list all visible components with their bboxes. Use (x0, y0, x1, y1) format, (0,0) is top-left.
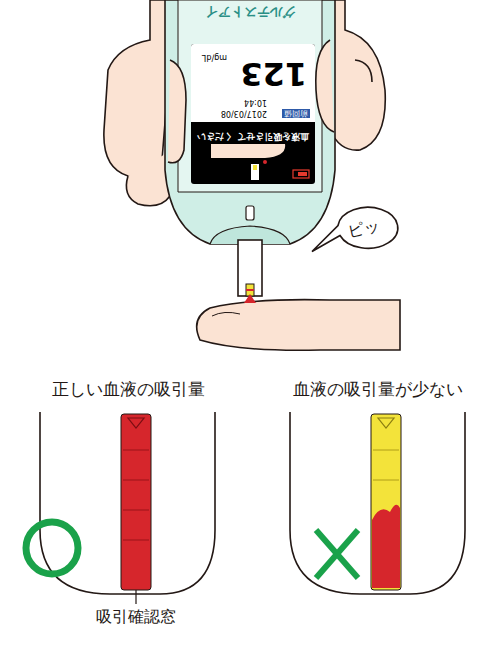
speech-bubble: ピッ (326, 206, 398, 253)
fingertip (197, 294, 400, 350)
insufficient-strip-figure (290, 412, 465, 594)
meter-screen: 血液を吸引させて ください 前回値 2017/03/08 10:44 123 mg/dL (191, 44, 315, 184)
brand-logo: グルテストアイ (205, 4, 296, 19)
test-strip (238, 240, 262, 296)
caption-insufficient: 血液の吸引量が少ない (293, 380, 463, 400)
correct-strip-figure (26, 412, 215, 604)
previous-value-badge: 前回値 (282, 109, 310, 118)
unit-text: mg/dL (202, 53, 227, 62)
screen-message: 血液を吸引させて ください (195, 132, 311, 142)
caption-correct: 正しい血液の吸引量 (52, 380, 205, 400)
bubble-text: ピッ (346, 217, 381, 242)
window-label: 吸引確認窓 (96, 608, 176, 626)
date-text: 2017/03/08 (221, 109, 267, 118)
glucose-value: 123 (240, 55, 307, 92)
meter-body (165, 0, 335, 244)
time-text: 10:44 (244, 98, 267, 107)
bubble-content: ピッ (326, 206, 398, 252)
right-hand (328, 0, 385, 150)
